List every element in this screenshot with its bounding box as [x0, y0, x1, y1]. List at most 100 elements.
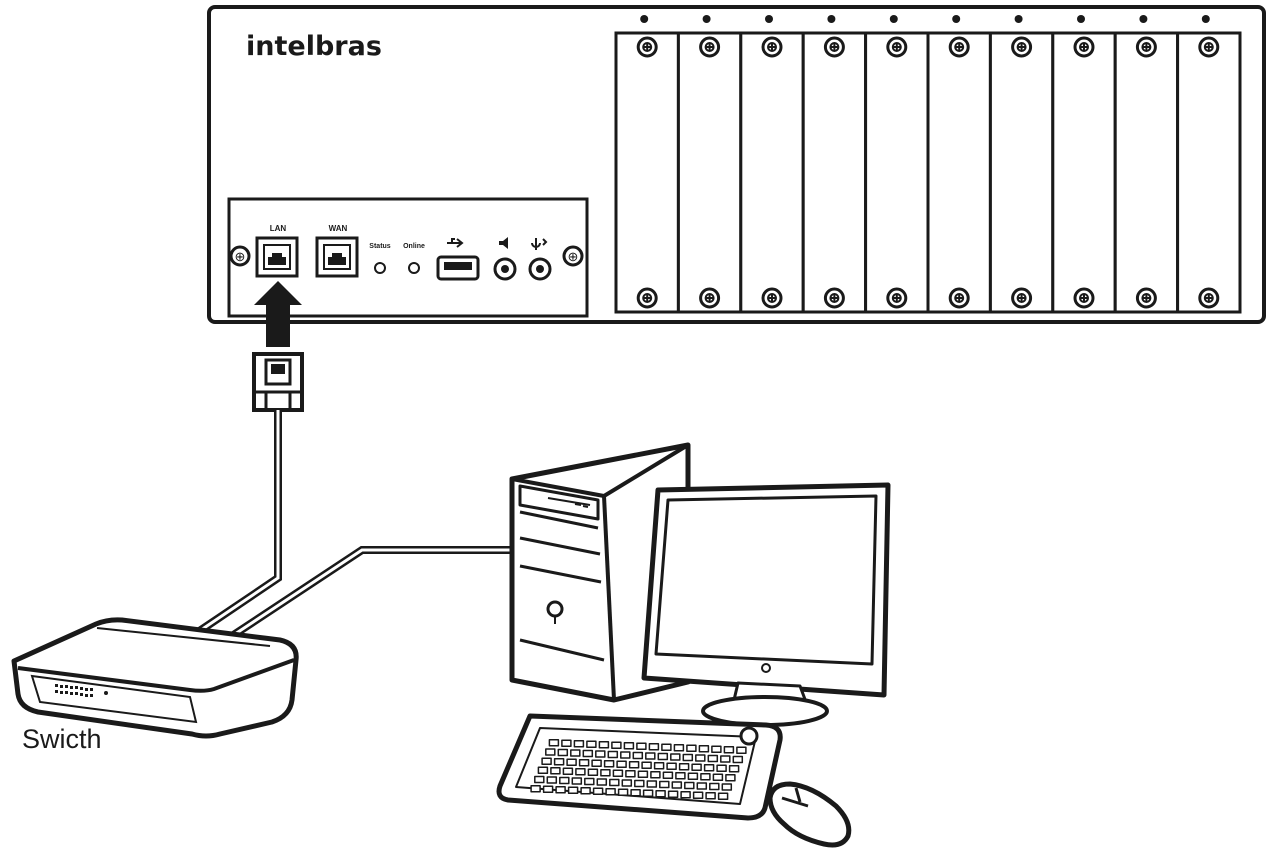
panel-screw-right: ⊕ — [562, 245, 584, 267]
mouse — [767, 781, 852, 848]
expansion-slot — [864, 15, 930, 314]
keyboard-keys — [530, 739, 747, 800]
keyboard-key — [580, 786, 591, 795]
keyboard-key — [666, 762, 677, 770]
keyboard-key — [630, 788, 641, 797]
svg-text:⊕: ⊕ — [568, 249, 579, 264]
keyboard-key — [598, 741, 610, 749]
keyboard-key — [634, 779, 645, 788]
wan-port-label: WAN — [329, 224, 348, 233]
keyboard-key — [562, 767, 574, 776]
slot-led — [827, 15, 836, 23]
keyboard-key — [667, 790, 679, 798]
keyboard-key — [600, 769, 611, 777]
keyboard-key — [570, 749, 581, 757]
keyboard-key — [716, 764, 727, 772]
keyboard-key — [680, 790, 691, 799]
keyboard-key — [696, 782, 708, 790]
keyboard-key — [700, 773, 711, 781]
keyboard-key — [648, 743, 660, 751]
expansion-slot — [926, 15, 992, 314]
keyboard-key — [541, 757, 552, 765]
microphone-icon — [531, 238, 548, 250]
keyboard-key — [530, 784, 541, 793]
slot-led — [889, 15, 898, 23]
keyboard-key — [566, 758, 577, 766]
keyboard-key — [534, 775, 545, 784]
usb-port[interactable] — [436, 255, 480, 281]
keyboard-key — [675, 772, 686, 780]
keyboard-key — [662, 771, 674, 780]
expansion-slot — [614, 15, 680, 314]
keyboard-key — [596, 778, 608, 786]
keyboard-key — [567, 786, 579, 794]
keyboard-key — [575, 768, 586, 776]
keyboard-key — [582, 749, 594, 758]
keyboard-key — [612, 769, 624, 778]
keyboard-key — [736, 746, 747, 755]
keyboard-key — [636, 742, 647, 751]
keyboard-key — [623, 742, 635, 750]
keyboard-key — [709, 782, 720, 791]
expansion-slot — [1176, 15, 1242, 314]
slot-led — [702, 15, 711, 23]
slot-screw — [761, 36, 783, 58]
keyboard-key — [573, 740, 585, 748]
slot-led — [640, 15, 649, 23]
audio-in-jack[interactable] — [528, 257, 552, 281]
slot-led — [1077, 15, 1085, 23]
lan-port[interactable] — [255, 236, 299, 278]
keyboard-key — [641, 761, 652, 769]
keyboard-key — [616, 760, 627, 768]
keyboard-key — [611, 741, 622, 750]
keyboard-key — [703, 763, 715, 772]
slot-screw — [886, 287, 908, 309]
slot-screw — [948, 36, 970, 58]
keyboard-key — [657, 752, 669, 761]
lan-port-label: LAN — [270, 224, 287, 233]
keyboard-key — [686, 744, 697, 753]
slot-led — [1014, 15, 1023, 23]
slot-screw — [1011, 287, 1033, 309]
slot-screw — [886, 36, 908, 58]
keyboard-key — [682, 753, 694, 762]
svg-text:⊕: ⊕ — [235, 249, 246, 264]
keyboard-key — [617, 788, 629, 796]
slot-screw — [761, 287, 783, 309]
panel-screw-left: ⊕ — [229, 245, 251, 267]
keyboard-key — [555, 785, 566, 794]
keyboard — [496, 713, 783, 821]
brand-logo: intelbras — [246, 31, 382, 62]
keyboard-key — [591, 759, 602, 767]
keyboard-key — [717, 792, 729, 800]
cable-device-to-switch — [195, 410, 282, 636]
expansion-slot — [1113, 15, 1180, 314]
keyboard-key — [625, 770, 636, 778]
wan-port[interactable] — [315, 236, 359, 278]
keyboard-key — [691, 763, 702, 771]
slot-screw — [636, 36, 658, 58]
keyboard-key — [705, 791, 716, 800]
keyboard-key — [595, 750, 606, 758]
keyboard-key — [653, 761, 665, 770]
speaker-icon — [499, 237, 508, 249]
switch-label: Swicth — [22, 724, 102, 754]
keyboard-key — [645, 752, 656, 760]
expansion-slots — [614, 15, 1242, 314]
audio-out-jack[interactable] — [493, 257, 517, 281]
keyboard-key — [550, 767, 561, 775]
usb-icon — [447, 238, 464, 248]
keyboard-key — [728, 764, 740, 773]
slot-screw — [1011, 36, 1033, 58]
keyboard-key — [537, 766, 549, 775]
keyboard-key — [603, 759, 615, 768]
keyboard-key — [620, 751, 631, 759]
computer-monitor — [641, 482, 891, 727]
online-led — [408, 262, 420, 274]
keyboard-key — [698, 745, 710, 753]
slot-led — [952, 15, 961, 23]
slot-screw — [948, 287, 970, 309]
keyboard-key — [684, 781, 695, 790]
keyboard-key — [671, 781, 683, 789]
